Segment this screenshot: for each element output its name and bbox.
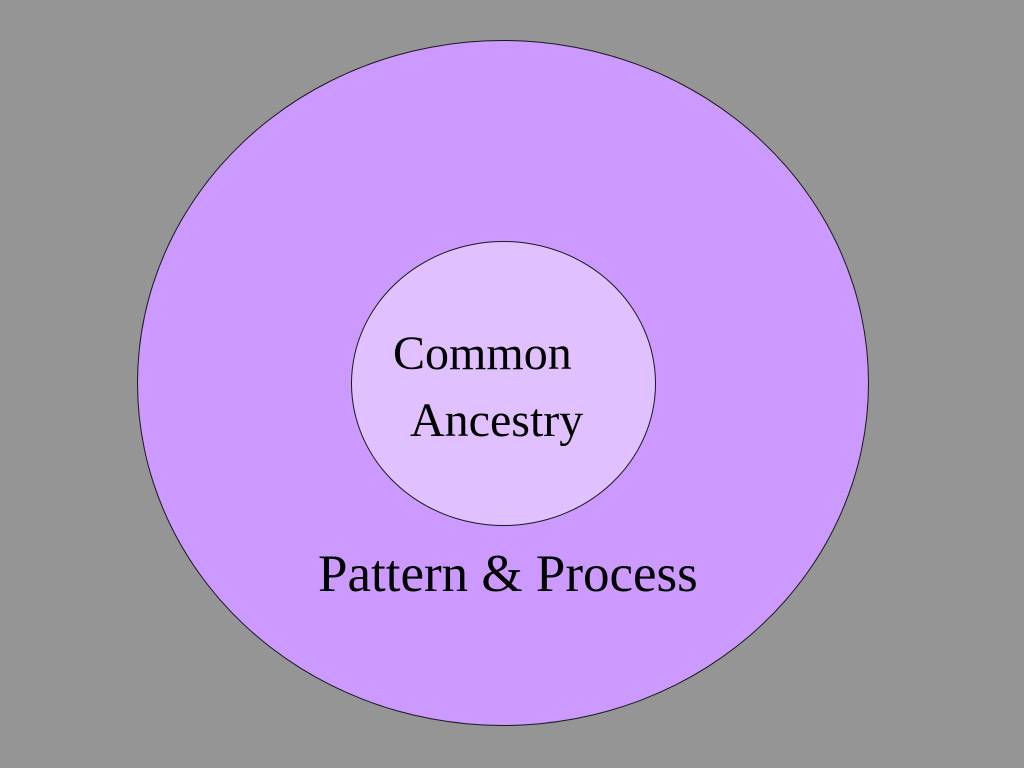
inner-circle-label-line-2: Ancestry <box>410 394 584 447</box>
inner-circle <box>351 241 656 526</box>
outer-circle-label: Pattern & Process <box>318 545 698 603</box>
inner-circle-label-line-1: Common <box>393 327 572 380</box>
